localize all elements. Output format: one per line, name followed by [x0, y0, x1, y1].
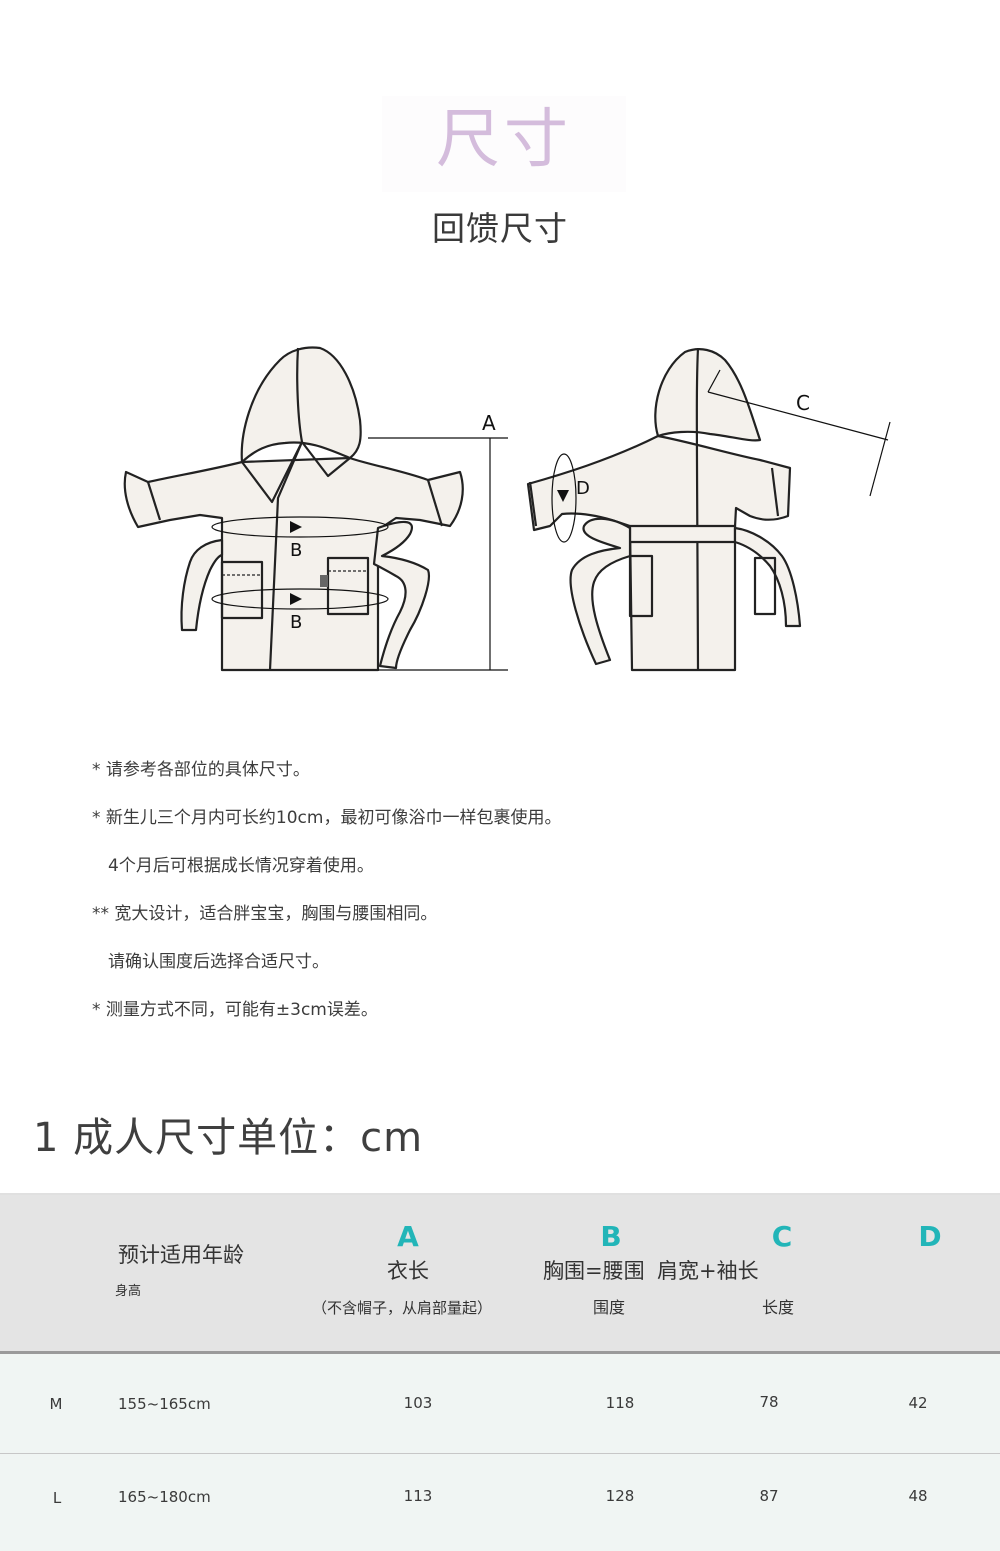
note-line: 4个月后可根据成长情况穿着使用。	[108, 856, 374, 876]
front-arrows	[290, 521, 302, 605]
cell-b: 128	[605, 1487, 635, 1505]
label-b-waist: B	[290, 612, 302, 633]
header-b-sub: 围度	[593, 1298, 626, 1317]
measurement-diagram: A B B C D	[110, 330, 910, 690]
header-d-letter: D	[918, 1220, 942, 1253]
cell-a: 113	[403, 1487, 433, 1505]
cell-size: M	[49, 1395, 63, 1413]
label-a: A	[482, 411, 496, 435]
label-b-chest: B	[290, 540, 302, 561]
section-title: 1 成人尺寸单位：cm	[33, 1115, 424, 1161]
header-a-letter: A	[397, 1220, 419, 1253]
cell-height: 155~165cm	[118, 1395, 211, 1413]
label-c: C	[796, 391, 810, 415]
cell-a: 103	[403, 1394, 433, 1412]
note-line: 请确认围度后选择合适尺寸。	[108, 952, 329, 972]
front-measure-lines	[211, 437, 508, 671]
note-line: * 测量方式不同，可能有±3cm误差。	[92, 1000, 378, 1020]
back-measure-lines	[551, 369, 891, 543]
note-line: ** 宽大设计，适合胖宝宝，胸围与腰围相同。	[92, 904, 438, 924]
header-a-label: 衣长	[387, 1259, 429, 1283]
header-divider	[0, 1351, 1000, 1354]
header-c-sub: 长度	[762, 1298, 795, 1317]
cell-d: 42	[908, 1394, 928, 1412]
size-notes: * 请参考各部位的具体尺寸。 * 新生儿三个月内可长约10cm，最初可像浴巾一样…	[92, 746, 912, 1034]
header-b-letter: B	[600, 1220, 622, 1253]
robe-back-illustration	[526, 347, 802, 672]
header-height: 身高	[115, 1284, 142, 1299]
back-arrow	[557, 490, 569, 502]
cell-height: 165~180cm	[118, 1488, 211, 1506]
table-row: M 155~165cm 103 118 78 42	[0, 1354, 1000, 1454]
cell-c: 78	[759, 1393, 779, 1411]
page-subtitle: 回馈尺寸	[432, 209, 568, 248]
size-table-header: 预计适用年龄 身高 A 衣长 （不含帽子，从肩部量起） B 胸围=腰围 围度 C…	[0, 1193, 1000, 1351]
robe-front-illustration	[123, 346, 464, 672]
row-divider	[0, 1453, 1000, 1454]
page-title: 尺寸	[436, 103, 572, 177]
note-line: * 新生儿三个月内可长约10cm，最初可像浴巾一样包裹使用。	[92, 808, 562, 828]
header-b-label: 胸围=腰围	[543, 1259, 645, 1283]
cell-d: 48	[908, 1487, 928, 1505]
header-age: 预计适用年龄	[118, 1243, 244, 1267]
header-c-label: 肩宽+袖长	[657, 1259, 759, 1283]
size-table-body: M 155~165cm 103 118 78 42 L 165~180cm 11…	[0, 1354, 1000, 1551]
header-c-letter: C	[771, 1220, 793, 1253]
cell-c: 87	[759, 1487, 779, 1505]
header-a-note: （不含帽子，从肩部量起）	[312, 1299, 493, 1317]
table-row: L 165~180cm 113 128 87 48	[0, 1454, 1000, 1551]
note-line: * 请参考各部位的具体尺寸。	[92, 760, 310, 780]
cell-size: L	[52, 1489, 62, 1507]
hero-background	[382, 96, 626, 192]
cell-b: 118	[605, 1394, 635, 1412]
label-d: D	[576, 478, 590, 499]
